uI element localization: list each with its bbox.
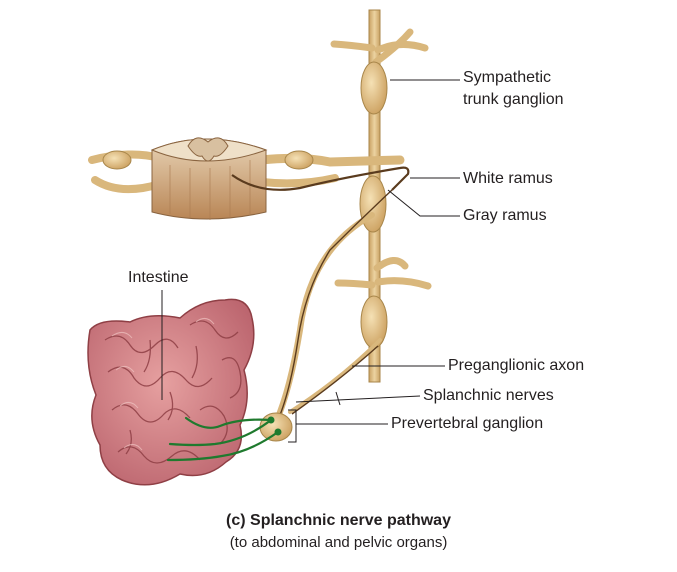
- trunk-rami-branches: [330, 28, 432, 290]
- leader-lines: [161, 79, 460, 425]
- spinal-cord-segment: [150, 137, 268, 220]
- splanchnic-tick: [335, 391, 341, 406]
- leader-splanchnic: [295, 395, 421, 403]
- label-white-ramus: White ramus: [463, 170, 553, 187]
- splanchnic-axon-line: [277, 189, 393, 421]
- prevertebral-bracket: [288, 409, 297, 443]
- dorsal-root-ganglion: [284, 150, 314, 170]
- label-gray-ramus: Gray ramus: [463, 207, 547, 224]
- preganglionic-axon-path: [231, 166, 410, 191]
- trunk-ganglia: [359, 61, 388, 349]
- label-prevertebral-ganglion: Prevertebral ganglion: [391, 415, 544, 432]
- leader-gray-ramus: [387, 189, 460, 217]
- label-splanchnic-nerves: Splanchnic nerves: [423, 387, 554, 404]
- caption-subtitle: (to abdominal and pelvic organs): [229, 534, 448, 551]
- postganglionic-fibers: [166, 416, 280, 462]
- label-preganglionic-axon: Preganglionic axon: [448, 357, 585, 374]
- left-root-ganglion: [102, 150, 132, 170]
- prevertebral-ganglion: [259, 412, 293, 442]
- intestine-mass: [87, 298, 255, 486]
- label-intestine: Intestine: [128, 269, 189, 286]
- label-sympathetic-line2: trunk ganglion: [463, 91, 564, 108]
- label-sympathetic-line1: Sympathetic: [463, 69, 552, 86]
- caption-title: (c) Splanchnic nerve pathway: [226, 512, 451, 529]
